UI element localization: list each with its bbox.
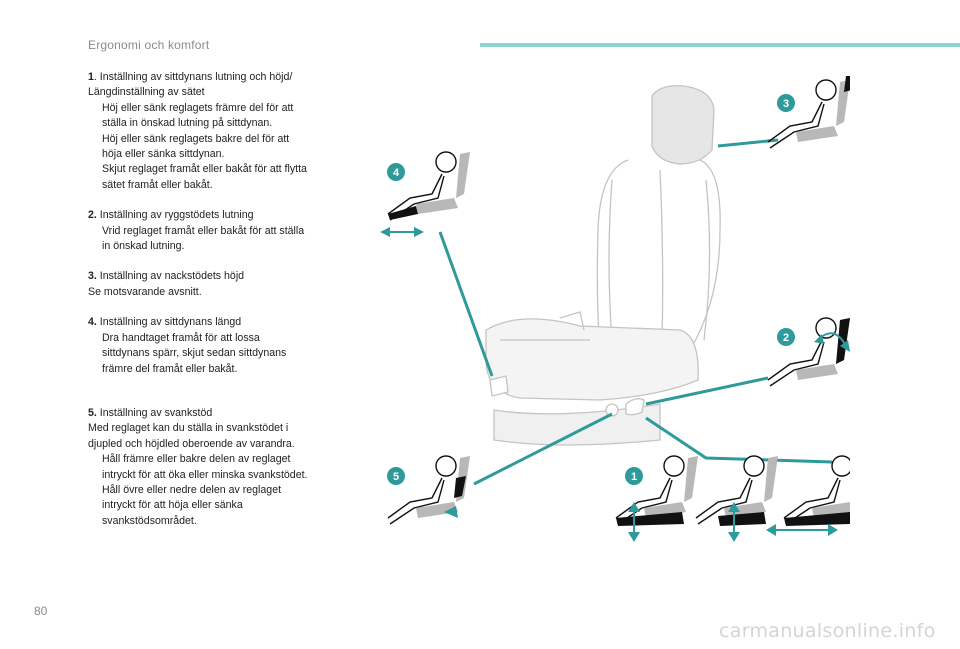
section-title: Ergonomi och komfort <box>88 38 210 52</box>
pictogram-cushion-length <box>380 151 471 237</box>
callout-5: 5 <box>387 467 405 485</box>
section-heading: 1. Inställning av sittdynans lutning och… <box>88 71 293 99</box>
list-item: Håll främre eller bakre delen av reglage… <box>102 453 308 481</box>
section-2: 2. Inställning av ryggstödets lutning Vr… <box>88 208 350 254</box>
callout-lines <box>438 138 833 486</box>
section-5: 5. Inställning av svankstöd Med reglaget… <box>88 406 350 529</box>
pictogram-lumbar <box>387 455 471 525</box>
section-heading: 3. Inställning av nackstödets höjd <box>88 270 245 283</box>
section-4: 4. Inställning av sittdynans längd Dra h… <box>88 315 350 377</box>
section-body: Se motsvarande avsnitt. <box>88 285 202 298</box>
section-heading: 2. Inställning av ryggstödets lutning <box>88 209 254 222</box>
section-heading: 5. Inställning av svankstöd <box>88 406 213 419</box>
page-number: 80 <box>34 604 48 618</box>
list-item: Höj eller sänk reglagets främre del för … <box>102 101 294 130</box>
pictogram-seat-height <box>695 455 779 542</box>
svg-text:3: 3 <box>783 98 789 110</box>
pictogram-cushion-tilt <box>615 455 699 542</box>
pictogram-backrest-tilt <box>767 317 850 387</box>
watermark: carmanualsonline.info <box>719 620 936 642</box>
seat-adjustment-illustration: 3 4 2 5 1 <box>380 76 850 542</box>
instructions-column: 1. Inställning av sittdynans lutning och… <box>88 70 350 544</box>
section-3: 3. Inställning av nackstödets höjd Se mo… <box>88 269 350 300</box>
callout-4: 4 <box>387 163 405 181</box>
section-1: 1. Inställning av sittdynans lutning och… <box>88 70 350 193</box>
callout-3: 3 <box>777 94 795 112</box>
svg-text:1: 1 <box>631 471 637 483</box>
list-item: Höj eller sänk reglagets bakre del för a… <box>102 132 290 161</box>
section-body: Med reglaget kan du ställa in svankstöde… <box>88 422 295 450</box>
pictogram-headrest <box>767 76 850 149</box>
seat-drawing <box>485 85 721 446</box>
section-heading: 4. Inställning av sittdynans längd <box>88 316 242 329</box>
list-item: Vrid reglaget framåt eller bakåt för att… <box>102 224 305 253</box>
callout-1: 1 <box>625 467 643 485</box>
pictogram-seat-length <box>766 455 850 536</box>
header-accent-bar <box>480 43 960 47</box>
svg-text:2: 2 <box>783 332 789 344</box>
svg-text:5: 5 <box>393 471 399 483</box>
list-item: Skjut reglaget framåt eller bakåt för at… <box>102 163 307 191</box>
svg-text:4: 4 <box>393 167 400 179</box>
callout-2: 2 <box>777 328 795 346</box>
